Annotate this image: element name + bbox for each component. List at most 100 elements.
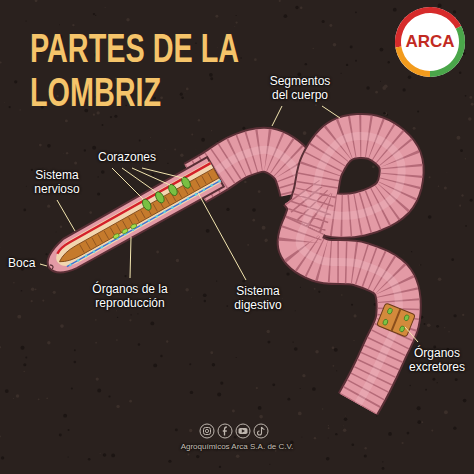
soil-speck bbox=[204, 300, 206, 302]
tiktok-icon bbox=[258, 427, 265, 435]
soil-speck bbox=[209, 73, 213, 77]
soil-speck bbox=[21, 290, 23, 292]
soil-speck bbox=[84, 149, 86, 151]
soil-speck bbox=[419, 264, 421, 266]
soil-speck bbox=[95, 15, 96, 16]
soil-speck bbox=[427, 323, 431, 327]
diagram-title: PARTES DE LA LOMBRIZ bbox=[30, 26, 250, 114]
soil-speck bbox=[184, 92, 186, 94]
soil-speck bbox=[137, 313, 138, 314]
soil-speck bbox=[438, 186, 439, 187]
soil-speck bbox=[9, 106, 11, 108]
nephridia bbox=[382, 307, 410, 332]
soil-speck bbox=[212, 363, 215, 366]
fold-line bbox=[122, 221, 126, 229]
soil-speck bbox=[409, 385, 410, 386]
part-label: Corazones bbox=[98, 150, 156, 164]
soil-speck bbox=[341, 73, 342, 74]
soil-speck bbox=[189, 363, 191, 365]
soil-speck bbox=[328, 427, 330, 429]
soil-speck bbox=[344, 418, 348, 422]
soil-speck bbox=[55, 231, 57, 233]
soil-speck bbox=[210, 351, 213, 354]
soil-speck bbox=[314, 437, 316, 439]
soil-speck bbox=[217, 393, 221, 397]
soil-speck bbox=[252, 219, 255, 222]
soil-speck bbox=[187, 453, 189, 455]
leader-line bbox=[40, 264, 47, 266]
soil-speck bbox=[13, 398, 14, 399]
soil-speck bbox=[465, 225, 467, 227]
soil-speck bbox=[25, 185, 27, 187]
soil-speck bbox=[216, 280, 217, 281]
fold-line bbox=[116, 224, 120, 232]
ganglion bbox=[194, 193, 198, 197]
soil-speck bbox=[336, 370, 337, 371]
soil-speck bbox=[305, 63, 307, 65]
nerve-ganglia bbox=[69, 179, 222, 266]
soil-speck bbox=[453, 10, 456, 13]
soil-speck bbox=[219, 466, 221, 468]
soil-speck bbox=[25, 356, 27, 358]
soil-speck bbox=[23, 209, 26, 212]
soil-speck bbox=[326, 457, 330, 461]
soil-speck bbox=[235, 21, 237, 23]
soil-speck bbox=[17, 315, 21, 319]
fold-line bbox=[177, 190, 181, 198]
hearts bbox=[141, 176, 192, 212]
tail-gut bbox=[392, 309, 401, 331]
soil-speck bbox=[303, 131, 307, 135]
soil-speck bbox=[240, 57, 241, 58]
soil-speck bbox=[252, 208, 256, 212]
soil-speck bbox=[388, 432, 392, 436]
ganglion bbox=[171, 206, 175, 210]
soil-speck bbox=[54, 201, 55, 202]
soil-speck bbox=[383, 112, 386, 115]
soil-speck bbox=[465, 158, 466, 159]
soil-speck bbox=[332, 365, 334, 367]
soil-speck bbox=[97, 389, 101, 393]
instagram-lens bbox=[205, 429, 208, 432]
soil-speck bbox=[46, 397, 48, 399]
fold-line bbox=[165, 197, 169, 205]
soil-speck bbox=[150, 322, 154, 326]
dorsal-vessel bbox=[55, 163, 212, 254]
soil-speck bbox=[315, 104, 317, 106]
soil-speck bbox=[220, 382, 223, 385]
soil-speck bbox=[403, 88, 406, 91]
soil-speck bbox=[455, 378, 458, 381]
soil-speck bbox=[460, 149, 463, 152]
soil-speck bbox=[470, 199, 473, 202]
soil-speck bbox=[364, 447, 366, 449]
soil-speck bbox=[247, 244, 249, 246]
leader-line bbox=[405, 327, 418, 342]
soil-speck bbox=[444, 327, 445, 328]
soil-speck bbox=[116, 310, 117, 311]
soil-speck bbox=[59, 433, 62, 436]
gonad bbox=[121, 228, 129, 235]
soil-speck bbox=[425, 389, 427, 391]
soil-speck bbox=[436, 325, 439, 328]
soil-speck bbox=[419, 264, 420, 265]
soil-speck bbox=[411, 251, 412, 252]
ganglion bbox=[147, 219, 151, 223]
soil-speck bbox=[124, 275, 126, 277]
soil-speck bbox=[382, 461, 383, 462]
soil-speck bbox=[63, 414, 67, 418]
footer-credit: Agroquímicos Arca S.A. de C.V. bbox=[0, 442, 474, 452]
soil-speck bbox=[300, 388, 301, 389]
soil-speck bbox=[281, 298, 283, 300]
soil-speck bbox=[242, 280, 245, 283]
part-label: Sistema nervioso bbox=[26, 168, 88, 196]
soil-speck bbox=[380, 48, 384, 52]
leader-line bbox=[142, 168, 183, 178]
fold-line bbox=[202, 176, 206, 184]
soil-speck bbox=[300, 287, 301, 288]
soil-speck bbox=[438, 3, 442, 7]
soil-speck bbox=[407, 432, 410, 435]
soil-speck bbox=[129, 400, 132, 403]
soil-speck bbox=[98, 176, 99, 177]
soil-speck bbox=[42, 300, 44, 302]
